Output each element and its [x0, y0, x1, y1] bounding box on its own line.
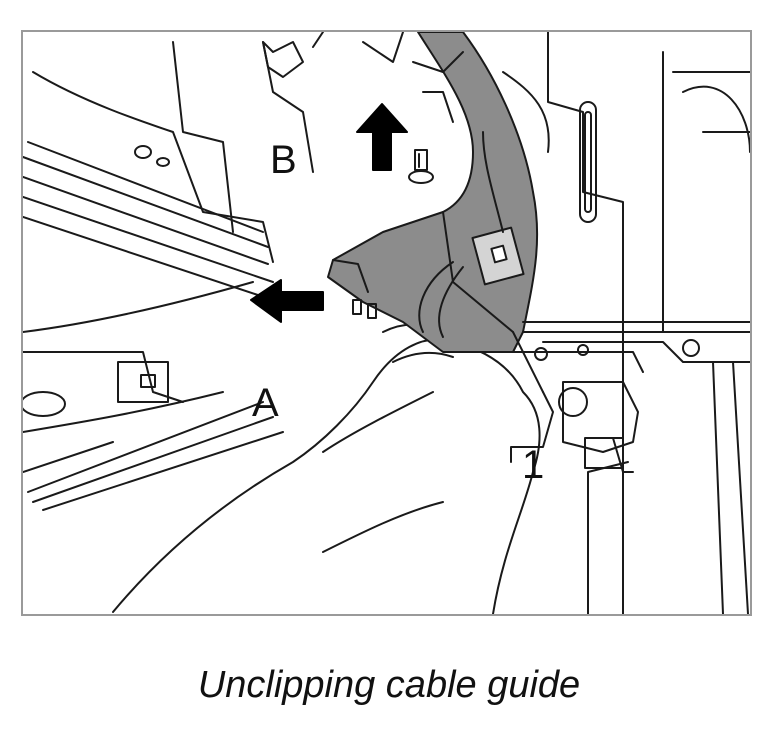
diagram-frame: B A 1 [21, 30, 752, 616]
figure-caption: Unclipping cable guide [197, 664, 581, 706]
clip-pins [352, 299, 377, 319]
callout-b-label: B [270, 138, 297, 182]
callout-1-label: 1 [522, 443, 545, 487]
lower-left-structure [23, 351, 284, 511]
technical-illustration [23, 32, 750, 614]
left-body-panel [23, 41, 314, 333]
callout-1-bracket [510, 391, 554, 463]
bolt [408, 149, 434, 184]
arrow-left-icon [250, 279, 324, 323]
arrow-up-icon [356, 103, 408, 171]
hand-and-arm [112, 323, 541, 614]
right-bracket-structure [512, 32, 750, 614]
cable-guide-part [327, 32, 550, 353]
callout-a-label: A [252, 381, 279, 425]
upper-spring-clip [262, 32, 464, 78]
callout-1-leader-line [512, 331, 544, 393]
